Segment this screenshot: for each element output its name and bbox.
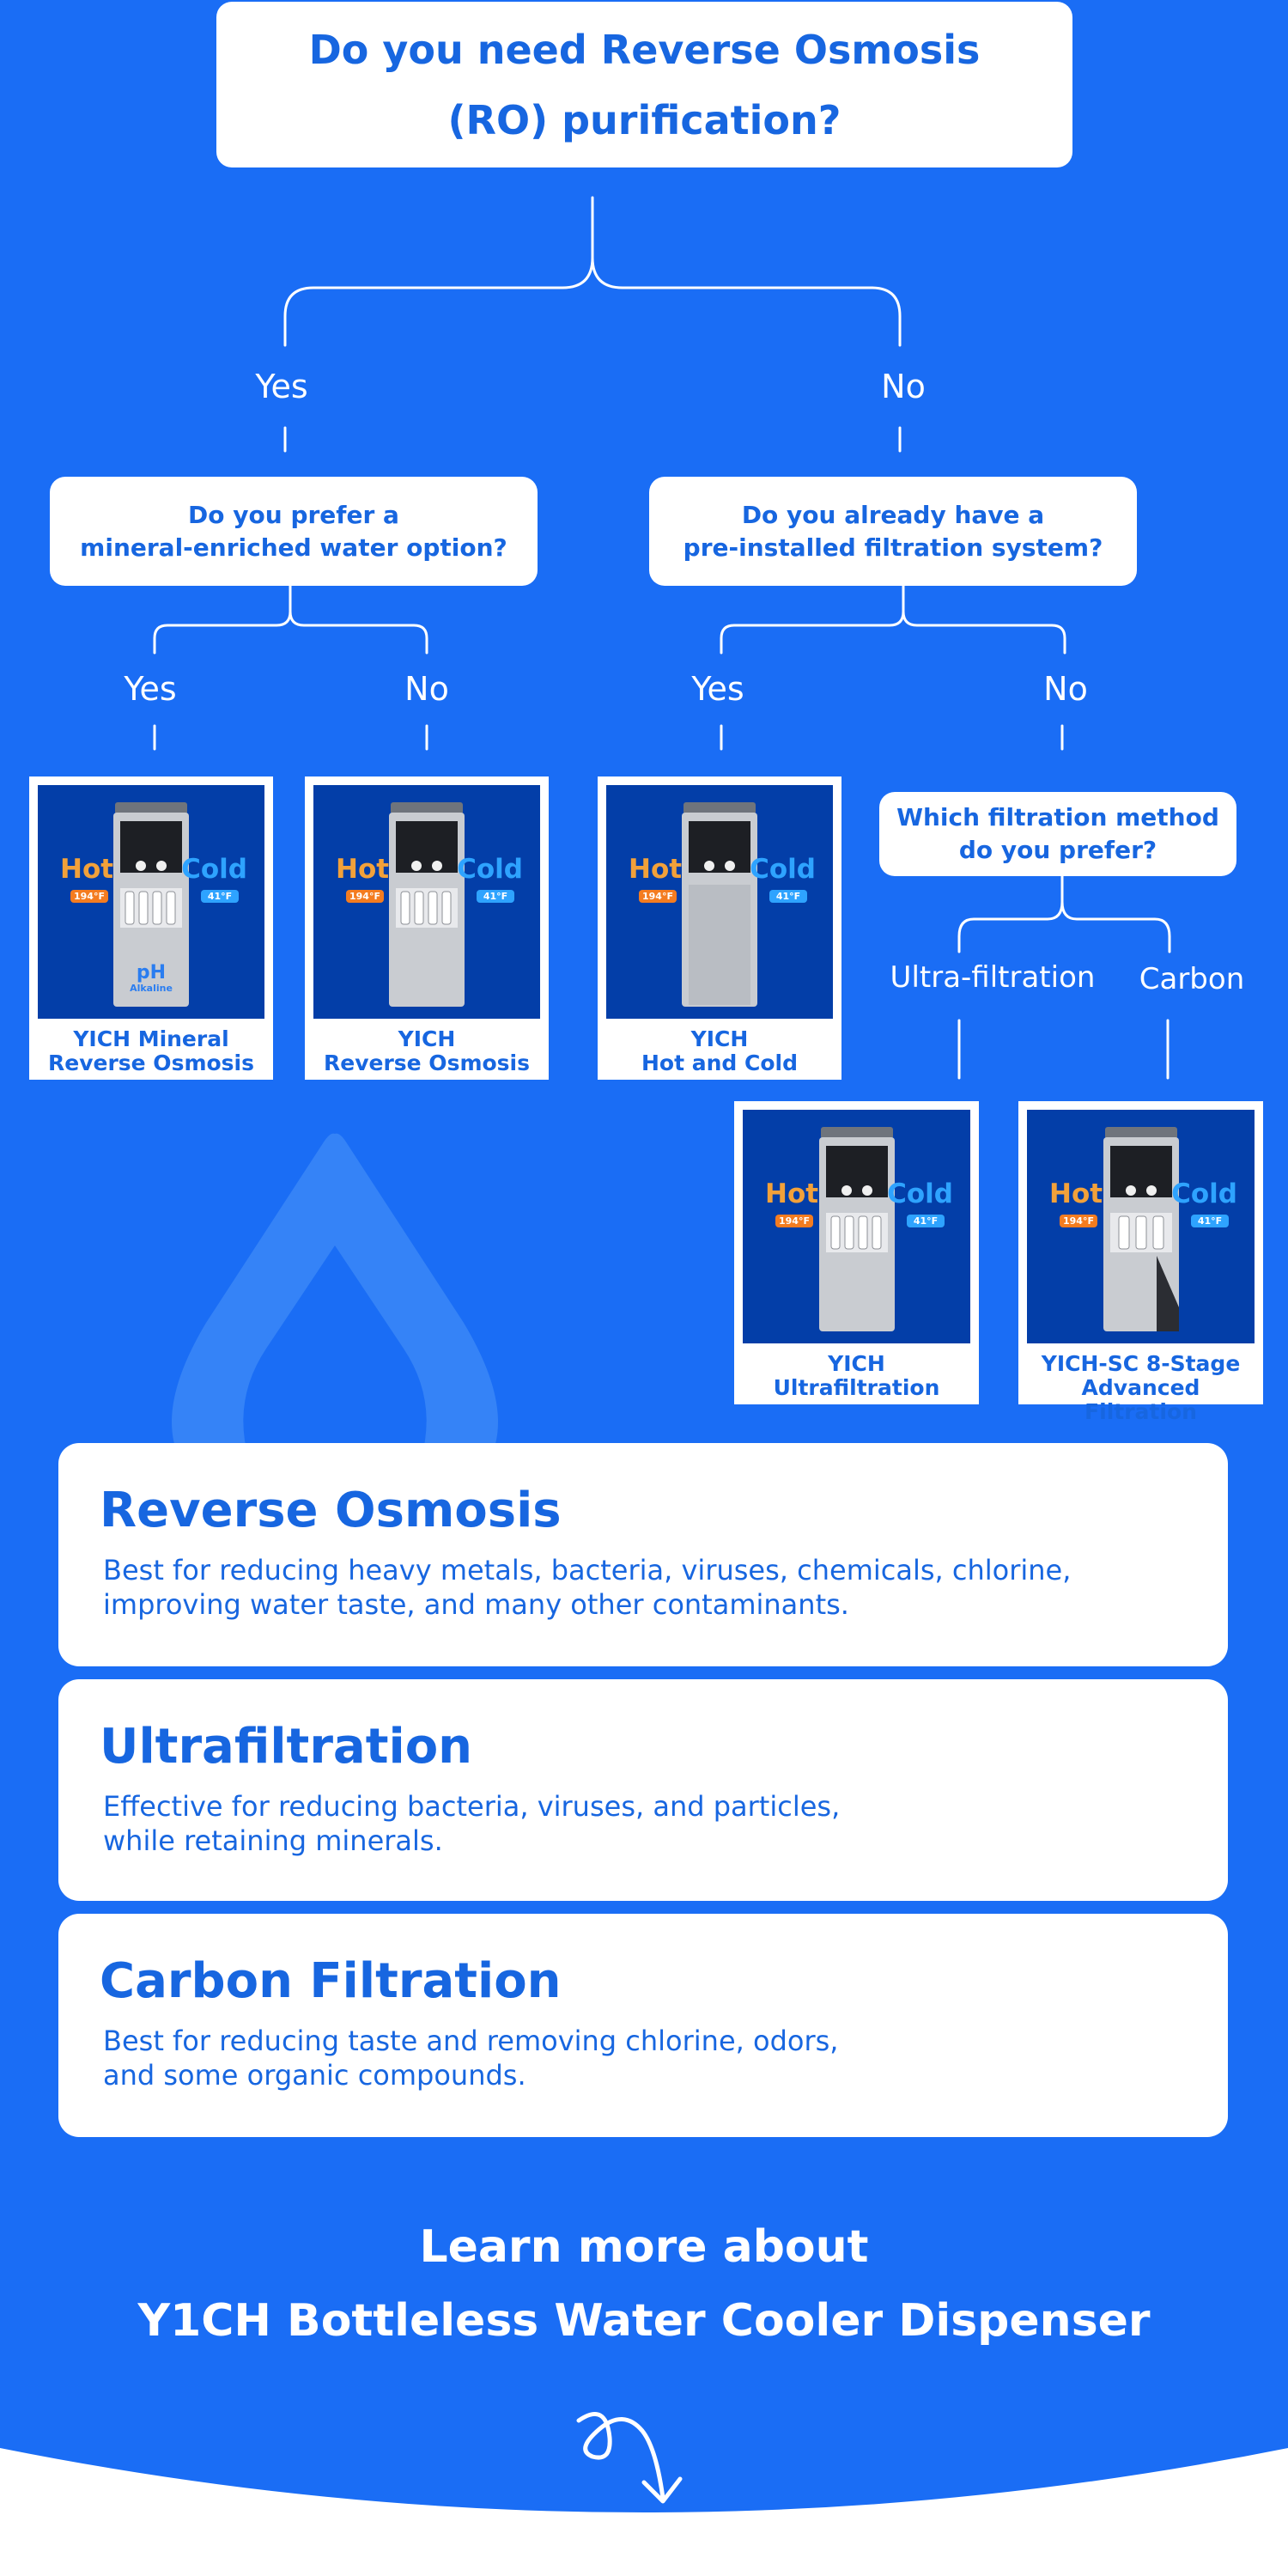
water-drop-decoration xyxy=(155,1117,515,1460)
cta-line-1: Learn more about xyxy=(0,2221,1288,2273)
hot-temp-badge: 194°F xyxy=(775,1215,813,1227)
root-question-line-1: Do you need Reverse Osmosis xyxy=(309,15,981,85)
info-title: Reverse Osmosis xyxy=(100,1481,1188,1541)
product-photo: Hot Cold 194°F 41°F xyxy=(1027,1110,1255,1343)
cold-label: Cold xyxy=(457,854,523,885)
preinstalled-question-line-2: pre-installed filtration system? xyxy=(683,532,1103,564)
cold-temp-badge: 41°F xyxy=(477,890,514,903)
cold-label: Cold xyxy=(750,854,816,885)
method-carbon-label: Carbon xyxy=(1139,962,1245,996)
preinstalled-question-line-1: Do you already have a xyxy=(683,499,1103,532)
hot-label: Hot xyxy=(60,854,113,885)
info-text: Best for reducing taste and removing chl… xyxy=(103,2024,1176,2092)
product-photo: Hot Cold 194°F 41°F xyxy=(606,785,833,1019)
hot-label: Hot xyxy=(765,1178,818,1209)
method-question-box: Which filtration method do you prefer? xyxy=(879,792,1236,876)
root-question-box: Do you need Reverse Osmosis (RO) purific… xyxy=(216,2,1072,167)
product-name-line-2: Reverse Osmosis xyxy=(38,1051,264,1075)
method-ultra-label: Ultra-filtration xyxy=(890,960,1096,995)
mineral-question-box: Do you prefer a mineral-enriched water o… xyxy=(50,477,538,586)
info-title: Carbon Filtration xyxy=(100,1952,1188,2012)
info-text: Best for reducing heavy metals, bacteria… xyxy=(103,1553,1176,1622)
method-question-line-1: Which filtration method xyxy=(896,801,1219,834)
product-name-line-2: Hot and Cold xyxy=(606,1051,833,1075)
cta-line-2[interactable]: Y1CH Bottleless Water Cooler Dispenser xyxy=(0,2295,1288,2347)
product-name-line-1: YICH xyxy=(313,1027,540,1051)
info-text-line-1: Effective for reducing bacteria, viruses… xyxy=(103,1790,840,1823)
alkaline-label: Alkaline xyxy=(130,981,173,996)
preinstalled-question-box: Do you already have a pre-installed filt… xyxy=(649,477,1137,586)
hot-label: Hot xyxy=(336,854,389,885)
answer-yes-mineral: Yes xyxy=(124,670,176,708)
product-caption: YICH Ultrafiltration xyxy=(743,1343,970,1400)
product-name-line-1: YICH xyxy=(743,1352,970,1376)
info-card-reverse-osmosis: Reverse Osmosis Best for reducing heavy … xyxy=(58,1443,1228,1666)
product-name-line-2: Ultrafiltration xyxy=(743,1376,970,1400)
method-question-line-2: do you prefer? xyxy=(896,834,1219,867)
info-card-carbon-filtration: Carbon Filtration Best for reducing tast… xyxy=(58,1914,1228,2137)
info-text: Effective for reducing bacteria, viruses… xyxy=(103,1789,1176,1858)
hot-temp-badge: 194°F xyxy=(639,890,677,903)
product-caption: YICH Mineral Reverse Osmosis xyxy=(38,1019,264,1075)
product-caption: YICH Hot and Cold xyxy=(606,1019,833,1075)
info-title: Ultrafiltration xyxy=(100,1717,1188,1777)
cold-label: Cold xyxy=(887,1178,953,1209)
hot-temp-badge: 194°F xyxy=(346,890,384,903)
product-photo: Hot Cold 194°F 41°F xyxy=(743,1110,970,1343)
answer-yes-root: Yes xyxy=(255,368,307,405)
product-card-hot-cold[interactable]: Hot Cold 194°F 41°F YICH Hot and Cold xyxy=(598,776,841,1080)
hot-label: Hot xyxy=(1049,1178,1103,1209)
cold-temp-badge: 41°F xyxy=(769,890,807,903)
curly-arrow-down-icon[interactable] xyxy=(567,2396,704,2525)
product-card-ro[interactable]: Hot Cold 194°F 41°F YICH Reverse Osmosis xyxy=(305,776,549,1080)
product-name-line-1: YICH Mineral xyxy=(38,1027,264,1051)
product-card-ultrafiltration[interactable]: Hot Cold 194°F 41°F YICH Ultrafiltration xyxy=(734,1101,979,1404)
cold-label: Cold xyxy=(1171,1178,1237,1209)
hot-label: Hot xyxy=(629,854,682,885)
water-dispenser-icon xyxy=(1097,1127,1186,1333)
product-name-line-1: YICH xyxy=(606,1027,833,1051)
mineral-question-line-1: Do you prefer a xyxy=(80,499,507,532)
answer-no-root: No xyxy=(881,368,926,405)
root-question-line-2: (RO) purification? xyxy=(309,85,981,155)
product-name-line-2: Reverse Osmosis xyxy=(313,1051,540,1075)
water-dispenser-icon xyxy=(812,1127,902,1333)
product-caption: YICH-SC 8-Stage Advanced Filtration xyxy=(1027,1343,1255,1424)
product-name-line-2: Advanced Filtration xyxy=(1027,1376,1255,1424)
info-text-line-1: Best for reducing heavy metals, bacteria… xyxy=(103,1554,1071,1586)
answer-yes-preinstalled: Yes xyxy=(691,670,744,708)
product-photo: Hot Cold 194°F 41°F xyxy=(313,785,540,1019)
water-dispenser-icon xyxy=(675,802,764,1008)
cold-temp-badge: 41°F xyxy=(907,1215,945,1227)
info-text-line-2: improving water taste, and many other co… xyxy=(103,1588,849,1621)
mineral-question-line-2: mineral-enriched water option? xyxy=(80,532,507,564)
info-text-line-1: Best for reducing taste and removing chl… xyxy=(103,2025,838,2057)
hot-temp-badge: 194°F xyxy=(70,890,108,903)
answer-no-mineral: No xyxy=(404,670,449,708)
info-text-line-2: while retaining minerals. xyxy=(103,1824,443,1857)
info-card-ultrafiltration: Ultrafiltration Effective for reducing b… xyxy=(58,1679,1228,1901)
product-card-8-stage[interactable]: Hot Cold 194°F 41°F YICH-SC 8-Stage Adva… xyxy=(1018,1101,1263,1404)
product-name-line-1: YICH-SC 8-Stage xyxy=(1027,1352,1255,1376)
cold-temp-badge: 41°F xyxy=(201,890,239,903)
answer-no-preinstalled: No xyxy=(1043,670,1088,708)
cold-label: Cold xyxy=(181,854,247,885)
info-text-line-2: and some organic compounds. xyxy=(103,2059,526,2092)
product-caption: YICH Reverse Osmosis xyxy=(313,1019,540,1075)
cold-temp-badge: 41°F xyxy=(1191,1215,1229,1227)
water-dispenser-icon xyxy=(382,802,471,1008)
hot-temp-badge: 194°F xyxy=(1060,1215,1097,1227)
